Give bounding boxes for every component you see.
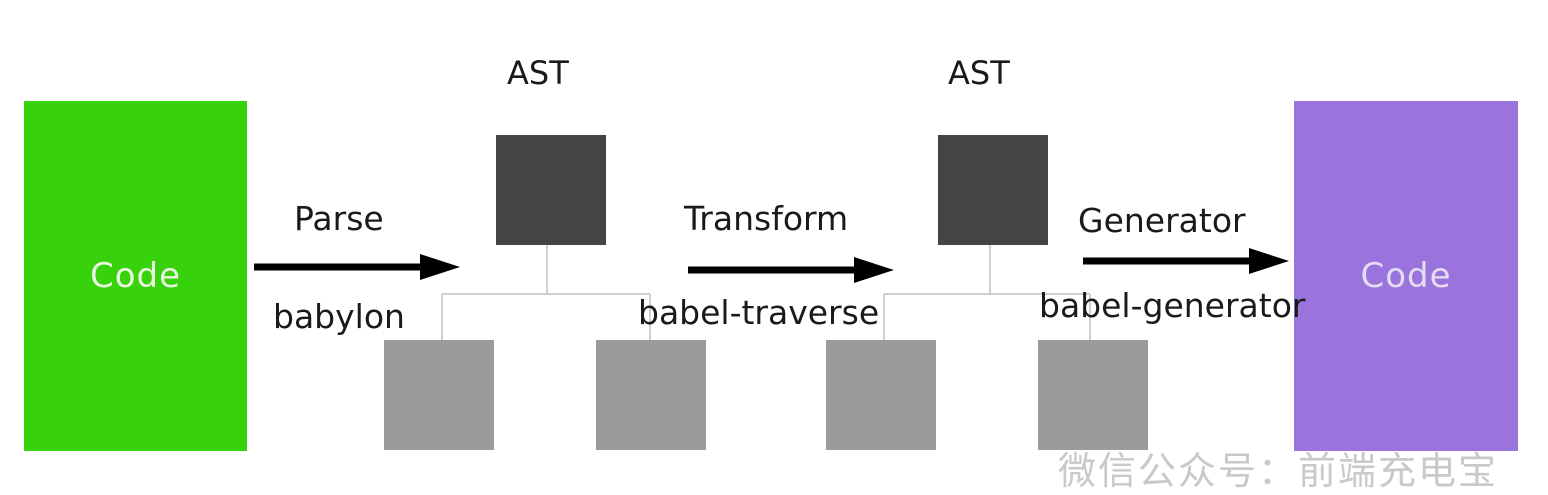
babel-traverse-tool-label: babel-traverse	[638, 293, 880, 332]
ast1-child-node-left	[384, 340, 494, 450]
transform-arrow	[688, 257, 894, 283]
parse-arrow	[254, 254, 460, 280]
generator-step-label: Generator	[1078, 201, 1246, 240]
ast2-root-node	[938, 135, 1048, 245]
ast1-tree-lines	[441, 245, 651, 340]
ast1-root-node	[496, 135, 606, 245]
ast1-child-node-right	[596, 340, 706, 450]
babylon-tool-label: babylon	[273, 297, 405, 336]
generator-arrow	[1083, 248, 1289, 274]
source-code-block: Code	[24, 101, 247, 451]
ast2-child-node-right	[1038, 340, 1148, 450]
output-code-block: Code	[1294, 101, 1518, 451]
output-code-label: Code	[1360, 256, 1452, 296]
ast2-child-node-left	[826, 340, 936, 450]
ast2-title: AST	[948, 54, 1010, 92]
babel-generator-tool-label: babel-generator	[1039, 286, 1306, 325]
transform-step-label: Transform	[684, 199, 849, 238]
source-code-label: Code	[89, 256, 182, 296]
wechat-watermark: 微信公众号：前端充电宝	[1058, 449, 1499, 493]
ast2-tree-lines	[883, 245, 1091, 340]
parse-step-label: Parse	[294, 199, 384, 238]
ast1-title: AST	[507, 54, 569, 92]
